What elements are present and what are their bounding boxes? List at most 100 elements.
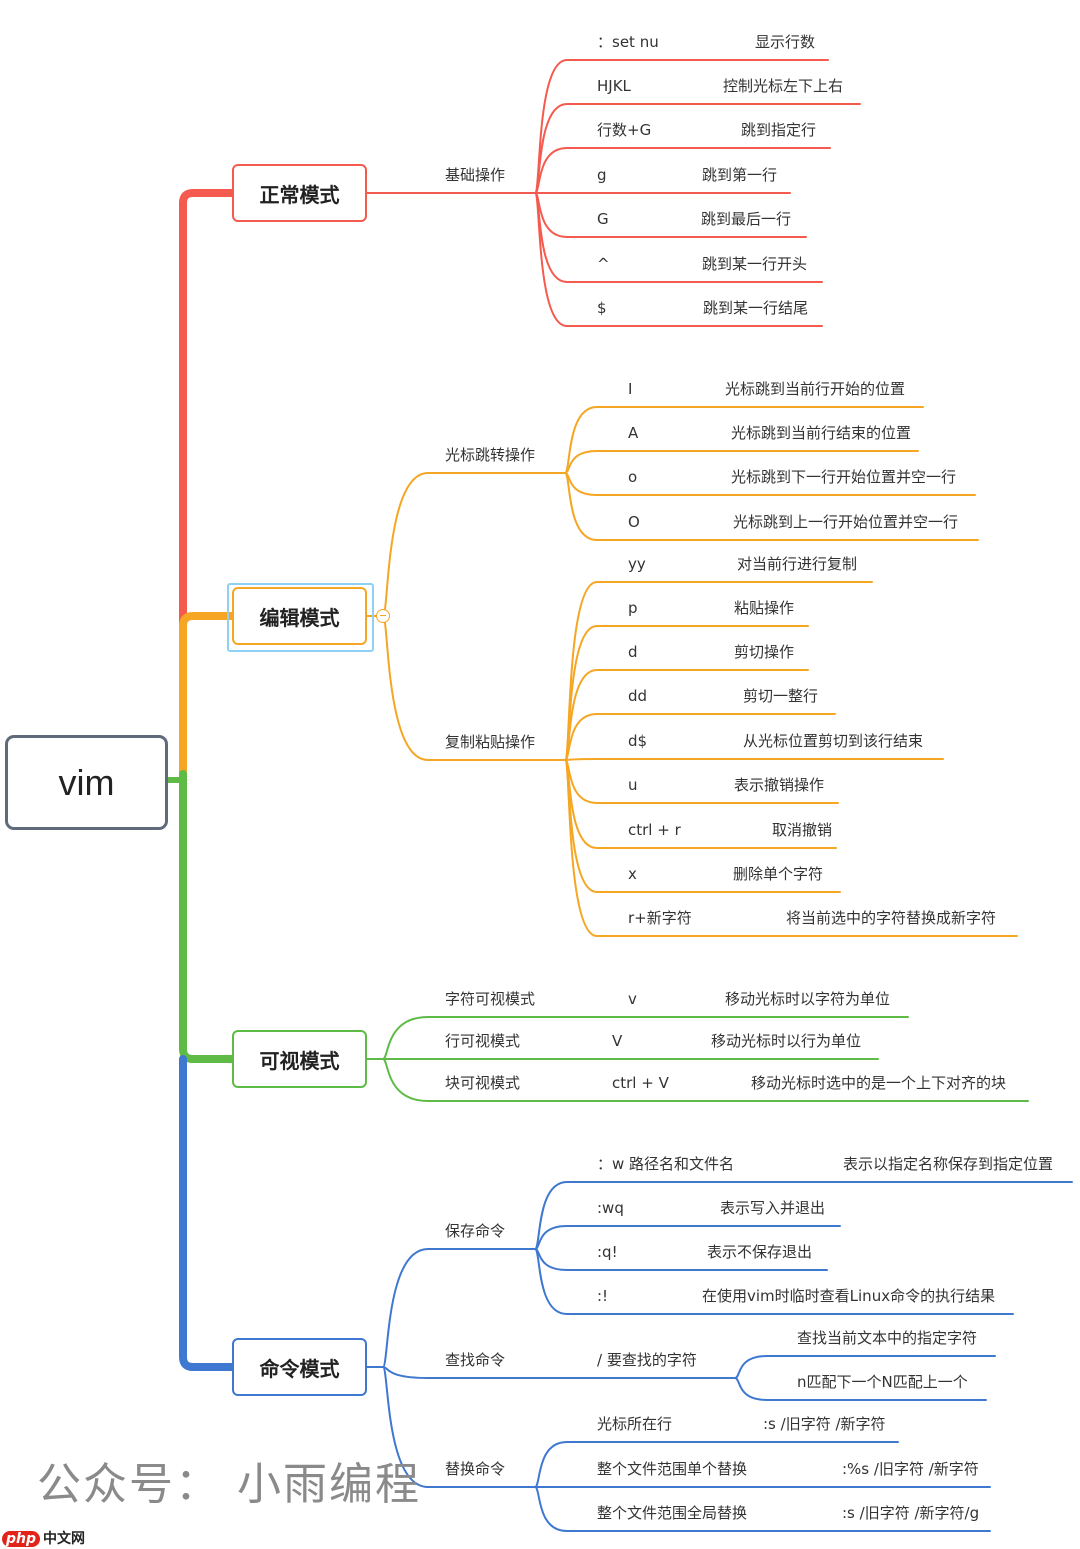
leaf-key[interactable]: o <box>628 468 638 486</box>
leaf-desc: 跳到某一行结尾 <box>703 299 809 317</box>
leaf-desc: 跳到最后一行 <box>701 210 792 228</box>
leaf-desc: :s /旧字符 /新字符/g <box>842 1504 980 1522</box>
leaf-line <box>734 1377 987 1401</box>
branch-line <box>382 1366 536 1488</box>
leaf-desc: 剪切一整行 <box>743 687 819 705</box>
leaf-desc: 在使用vim时临时查看Linux命令的执行结果 <box>702 1287 996 1305</box>
leaf-key[interactable]: I <box>628 380 633 398</box>
branch-line <box>382 1058 1029 1102</box>
leaf-key[interactable]: dd <box>628 687 648 705</box>
leaf-line <box>564 758 944 761</box>
branch-desc: 移动光标时以字符为单位 <box>725 990 891 1008</box>
selection-outline <box>227 583 374 652</box>
leaf-desc: 表示以指定名称保存到指定位置 <box>843 1155 1054 1173</box>
collapse-toggle-icon[interactable] <box>376 609 390 623</box>
leaf-desc: 将当前选中的字符替换成新字符 <box>786 909 997 927</box>
leaf-desc: n匹配下一个N匹配上一个 <box>797 1373 968 1391</box>
branch-line <box>382 472 566 617</box>
leaf-line <box>534 1486 991 1532</box>
branch-label[interactable]: 查找命令 <box>445 1351 506 1369</box>
leaf-key[interactable]: d <box>628 643 638 661</box>
leaf-key[interactable]: 整个文件范围单个替换 <box>597 1460 748 1478</box>
branch-key: ctrl + V <box>612 1074 669 1092</box>
leaf-key[interactable]: 整个文件范围全局替换 <box>597 1504 748 1522</box>
leaf-desc: 表示不保存退出 <box>707 1243 813 1261</box>
leaf-key[interactable]: x <box>628 865 637 883</box>
leaf-key[interactable]: :q! <box>597 1243 618 1261</box>
leaf-line <box>534 1225 841 1250</box>
root-label: vim <box>58 761 115 803</box>
category-label: 命令模式 <box>259 1356 340 1381</box>
spine-command <box>179 1055 236 1371</box>
leaf-line <box>564 759 1018 937</box>
leaf-key[interactable]: G <box>597 210 609 228</box>
leaf-line <box>534 147 831 194</box>
leaf-key[interactable]: g <box>597 166 607 184</box>
leaf-key[interactable]: ：set nu <box>597 33 659 51</box>
leaf-key[interactable]: HJKL <box>597 77 631 95</box>
leaf-desc: 取消撤销 <box>772 821 833 839</box>
leaf-line <box>564 406 924 474</box>
leaf-desc: 显示行数 <box>755 33 816 51</box>
leaf-key[interactable]: u <box>628 776 638 794</box>
leaf-desc: 从光标位置剪切到该行结束 <box>743 732 924 750</box>
leaf-line <box>564 713 836 761</box>
leaf-desc: 跳到第一行 <box>702 166 778 184</box>
logo-cn: 中文网 <box>43 1531 86 1547</box>
leaf-key[interactable]: :! <box>597 1287 609 1305</box>
branch-label[interactable]: 光标跳转操作 <box>445 446 536 464</box>
branch-label[interactable]: 基础操作 <box>445 166 506 184</box>
branch-label[interactable]: 复制粘贴操作 <box>445 733 536 751</box>
branch-label[interactable]: 块可视模式 <box>445 1074 521 1092</box>
leaf-key[interactable]: 行数+G <box>597 121 652 139</box>
category-visual[interactable]: 可视模式 <box>232 1030 367 1088</box>
root-node[interactable]: vim <box>5 735 168 830</box>
branch-label[interactable]: 替换命令 <box>445 1460 506 1478</box>
leaf-key[interactable]: r+新字符 <box>628 909 692 927</box>
leaf-key[interactable]: :wq <box>597 1199 624 1217</box>
watermark: 公众号： 小雨编程 <box>37 1459 421 1510</box>
leaf-desc: 控制光标左下上右 <box>723 77 844 95</box>
leaf-line <box>534 1248 1014 1315</box>
leaf-desc: 删除单个字符 <box>733 865 824 883</box>
leaf-desc: 剪切操作 <box>734 643 795 661</box>
branch-line <box>382 615 566 761</box>
leaf-key[interactable]: d$ <box>628 732 648 750</box>
category-command[interactable]: 命令模式 <box>232 1338 367 1396</box>
leaf-key[interactable]: p <box>628 599 638 617</box>
category-edit[interactable]: 编辑模式 <box>232 587 367 645</box>
leaf-desc: 粘贴操作 <box>734 599 795 617</box>
leaf-desc: :s /旧字符 /新字符 <box>763 1415 886 1433</box>
branch-label[interactable]: 行可视模式 <box>445 1032 521 1050</box>
leaf-key[interactable]: ^ <box>597 255 610 273</box>
leaf-line <box>564 450 919 474</box>
leaf-line <box>734 1355 996 1379</box>
leaf-key[interactable]: 光标所在行 <box>597 1415 673 1433</box>
category-normal[interactable]: 正常模式 <box>232 164 367 222</box>
leaf-line <box>534 192 823 327</box>
leaf-line <box>534 1181 1073 1250</box>
branch-key: / 要查找的字符 <box>597 1351 697 1369</box>
leaf-desc: :%s /旧字符 /新字符 <box>842 1460 979 1478</box>
leaf-key[interactable]: O <box>628 513 640 531</box>
spine-normal <box>179 189 236 626</box>
leaf-desc: 跳到某一行开头 <box>702 255 808 273</box>
leaf-desc: 表示写入并退出 <box>720 1199 826 1217</box>
branch-desc: 移动光标时选中的是一个上下对齐的块 <box>751 1074 1007 1092</box>
branch-key: V <box>612 1032 623 1050</box>
leaf-key[interactable]: yy <box>628 555 646 573</box>
leaf-desc: 查找当前文本中的指定字符 <box>797 1329 978 1347</box>
leaf-line <box>534 1441 899 1488</box>
leaf-key[interactable]: ctrl + r <box>628 821 681 839</box>
branch-desc: 移动光标时以行为单位 <box>711 1032 862 1050</box>
leaf-desc: 光标跳到当前行开始的位置 <box>725 380 906 398</box>
spine-visual <box>179 770 236 1063</box>
branch-label[interactable]: 保存命令 <box>445 1222 506 1240</box>
logo-php: php <box>2 1531 41 1547</box>
branch-label[interactable]: 字符可视模式 <box>445 990 536 1008</box>
leaf-key[interactable]: ：w 路径名和文件名 <box>597 1155 735 1173</box>
leaf-desc: 表示撤销操作 <box>734 776 825 794</box>
leaf-key[interactable]: $ <box>597 299 607 317</box>
leaf-key[interactable]: A <box>628 424 639 442</box>
leaf-desc: 跳到指定行 <box>741 121 817 139</box>
